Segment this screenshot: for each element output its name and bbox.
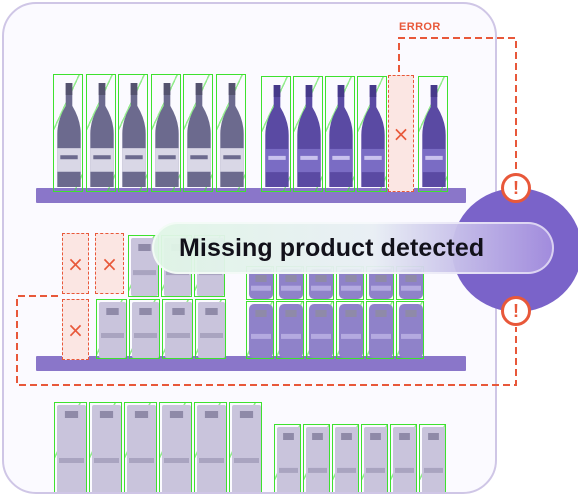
detected-product-box [124, 402, 157, 492]
missing-product-banner: Missing product detected [152, 222, 554, 274]
missing-slot-middle-3: × [62, 299, 89, 360]
alert-icon: ! [513, 301, 519, 321]
box-icon [232, 405, 261, 492]
bottle-icon [219, 83, 244, 187]
bottle-icon [329, 85, 353, 187]
alert-icon: ! [513, 178, 519, 198]
missing-slot-middle-2: × [95, 233, 124, 294]
detected-product-can [366, 301, 394, 359]
bottle-icon [187, 83, 211, 187]
detected-product-box [159, 402, 192, 492]
alert-icon-top: ! [501, 173, 531, 203]
alert-icon-bottom: ! [501, 296, 531, 326]
detected-product-box [274, 424, 301, 492]
detected-product-light-bottle [183, 74, 213, 192]
can-icon [339, 269, 363, 299]
detected-product-box [390, 424, 417, 492]
can-icon [309, 269, 333, 299]
box-icon [132, 302, 159, 358]
box-icon [92, 405, 121, 492]
bottle-icon [89, 83, 114, 187]
can-icon [339, 304, 363, 358]
detected-product-box [162, 299, 193, 359]
bottle-icon [154, 83, 179, 187]
detected-product-can [396, 301, 424, 359]
can-icon [399, 269, 423, 299]
detected-product-box [332, 424, 359, 492]
detected-product-box [303, 424, 330, 492]
box-icon [165, 302, 192, 358]
bottle-icon [122, 83, 146, 187]
can-icon [249, 304, 273, 358]
detected-product-can [336, 301, 364, 359]
can-icon [279, 269, 303, 299]
box-icon [197, 405, 226, 492]
detected-product-dark-bottle [357, 76, 387, 192]
detected-product-box [419, 424, 446, 492]
detected-product-box [361, 424, 388, 492]
missing-x-icon: × [392, 121, 410, 146]
detected-product-box [89, 402, 122, 492]
box-icon [306, 427, 329, 492]
box-icon [393, 427, 416, 492]
box-icon [198, 302, 225, 358]
detected-product-can [276, 301, 304, 359]
box-icon [335, 427, 358, 492]
bottle-icon [361, 85, 385, 187]
bottle-icon [57, 83, 81, 187]
detected-product-dark-bottle [293, 76, 323, 192]
box-icon [131, 238, 158, 296]
bottle-icon [265, 85, 289, 187]
box-icon [127, 405, 156, 492]
box-icon [57, 405, 86, 492]
can-icon [279, 304, 303, 358]
can-icon [369, 269, 393, 299]
missing-x-icon: × [67, 317, 84, 342]
detected-product-light-bottle [85, 74, 116, 192]
missing-x-icon: × [67, 251, 84, 276]
missing-slot-top: × [388, 75, 414, 192]
detected-product-box [129, 299, 160, 359]
detected-product-dark-bottle [418, 76, 448, 192]
error-label: ERROR [399, 21, 441, 33]
can-icon [399, 304, 423, 358]
bottle-icon [422, 85, 446, 187]
detected-product-light-bottle [53, 74, 83, 192]
box-icon [162, 405, 191, 492]
detected-product-light-bottle [118, 74, 148, 192]
detected-product-can [306, 301, 334, 359]
detected-product-box [194, 402, 227, 492]
banner-text: Missing product detected [179, 233, 485, 262]
missing-x-icon: × [101, 251, 118, 276]
can-icon [369, 304, 393, 358]
box-icon [422, 427, 445, 492]
detected-product-box [54, 402, 87, 492]
detected-product-box [96, 299, 127, 359]
can-icon [249, 269, 273, 299]
box-icon [277, 427, 300, 492]
bottle-icon [297, 85, 321, 187]
detected-product-can [246, 301, 274, 359]
can-icon [309, 304, 333, 358]
box-icon [364, 427, 387, 492]
box-icon [99, 302, 126, 358]
detected-product-box [195, 299, 226, 359]
detected-product-dark-bottle [261, 76, 291, 192]
detected-product-light-bottle [150, 74, 181, 192]
detected-product-box [229, 402, 262, 492]
missing-slot-middle-1: × [62, 233, 89, 294]
detected-product-dark-bottle [325, 76, 355, 192]
detected-product-light-bottle [215, 74, 246, 192]
